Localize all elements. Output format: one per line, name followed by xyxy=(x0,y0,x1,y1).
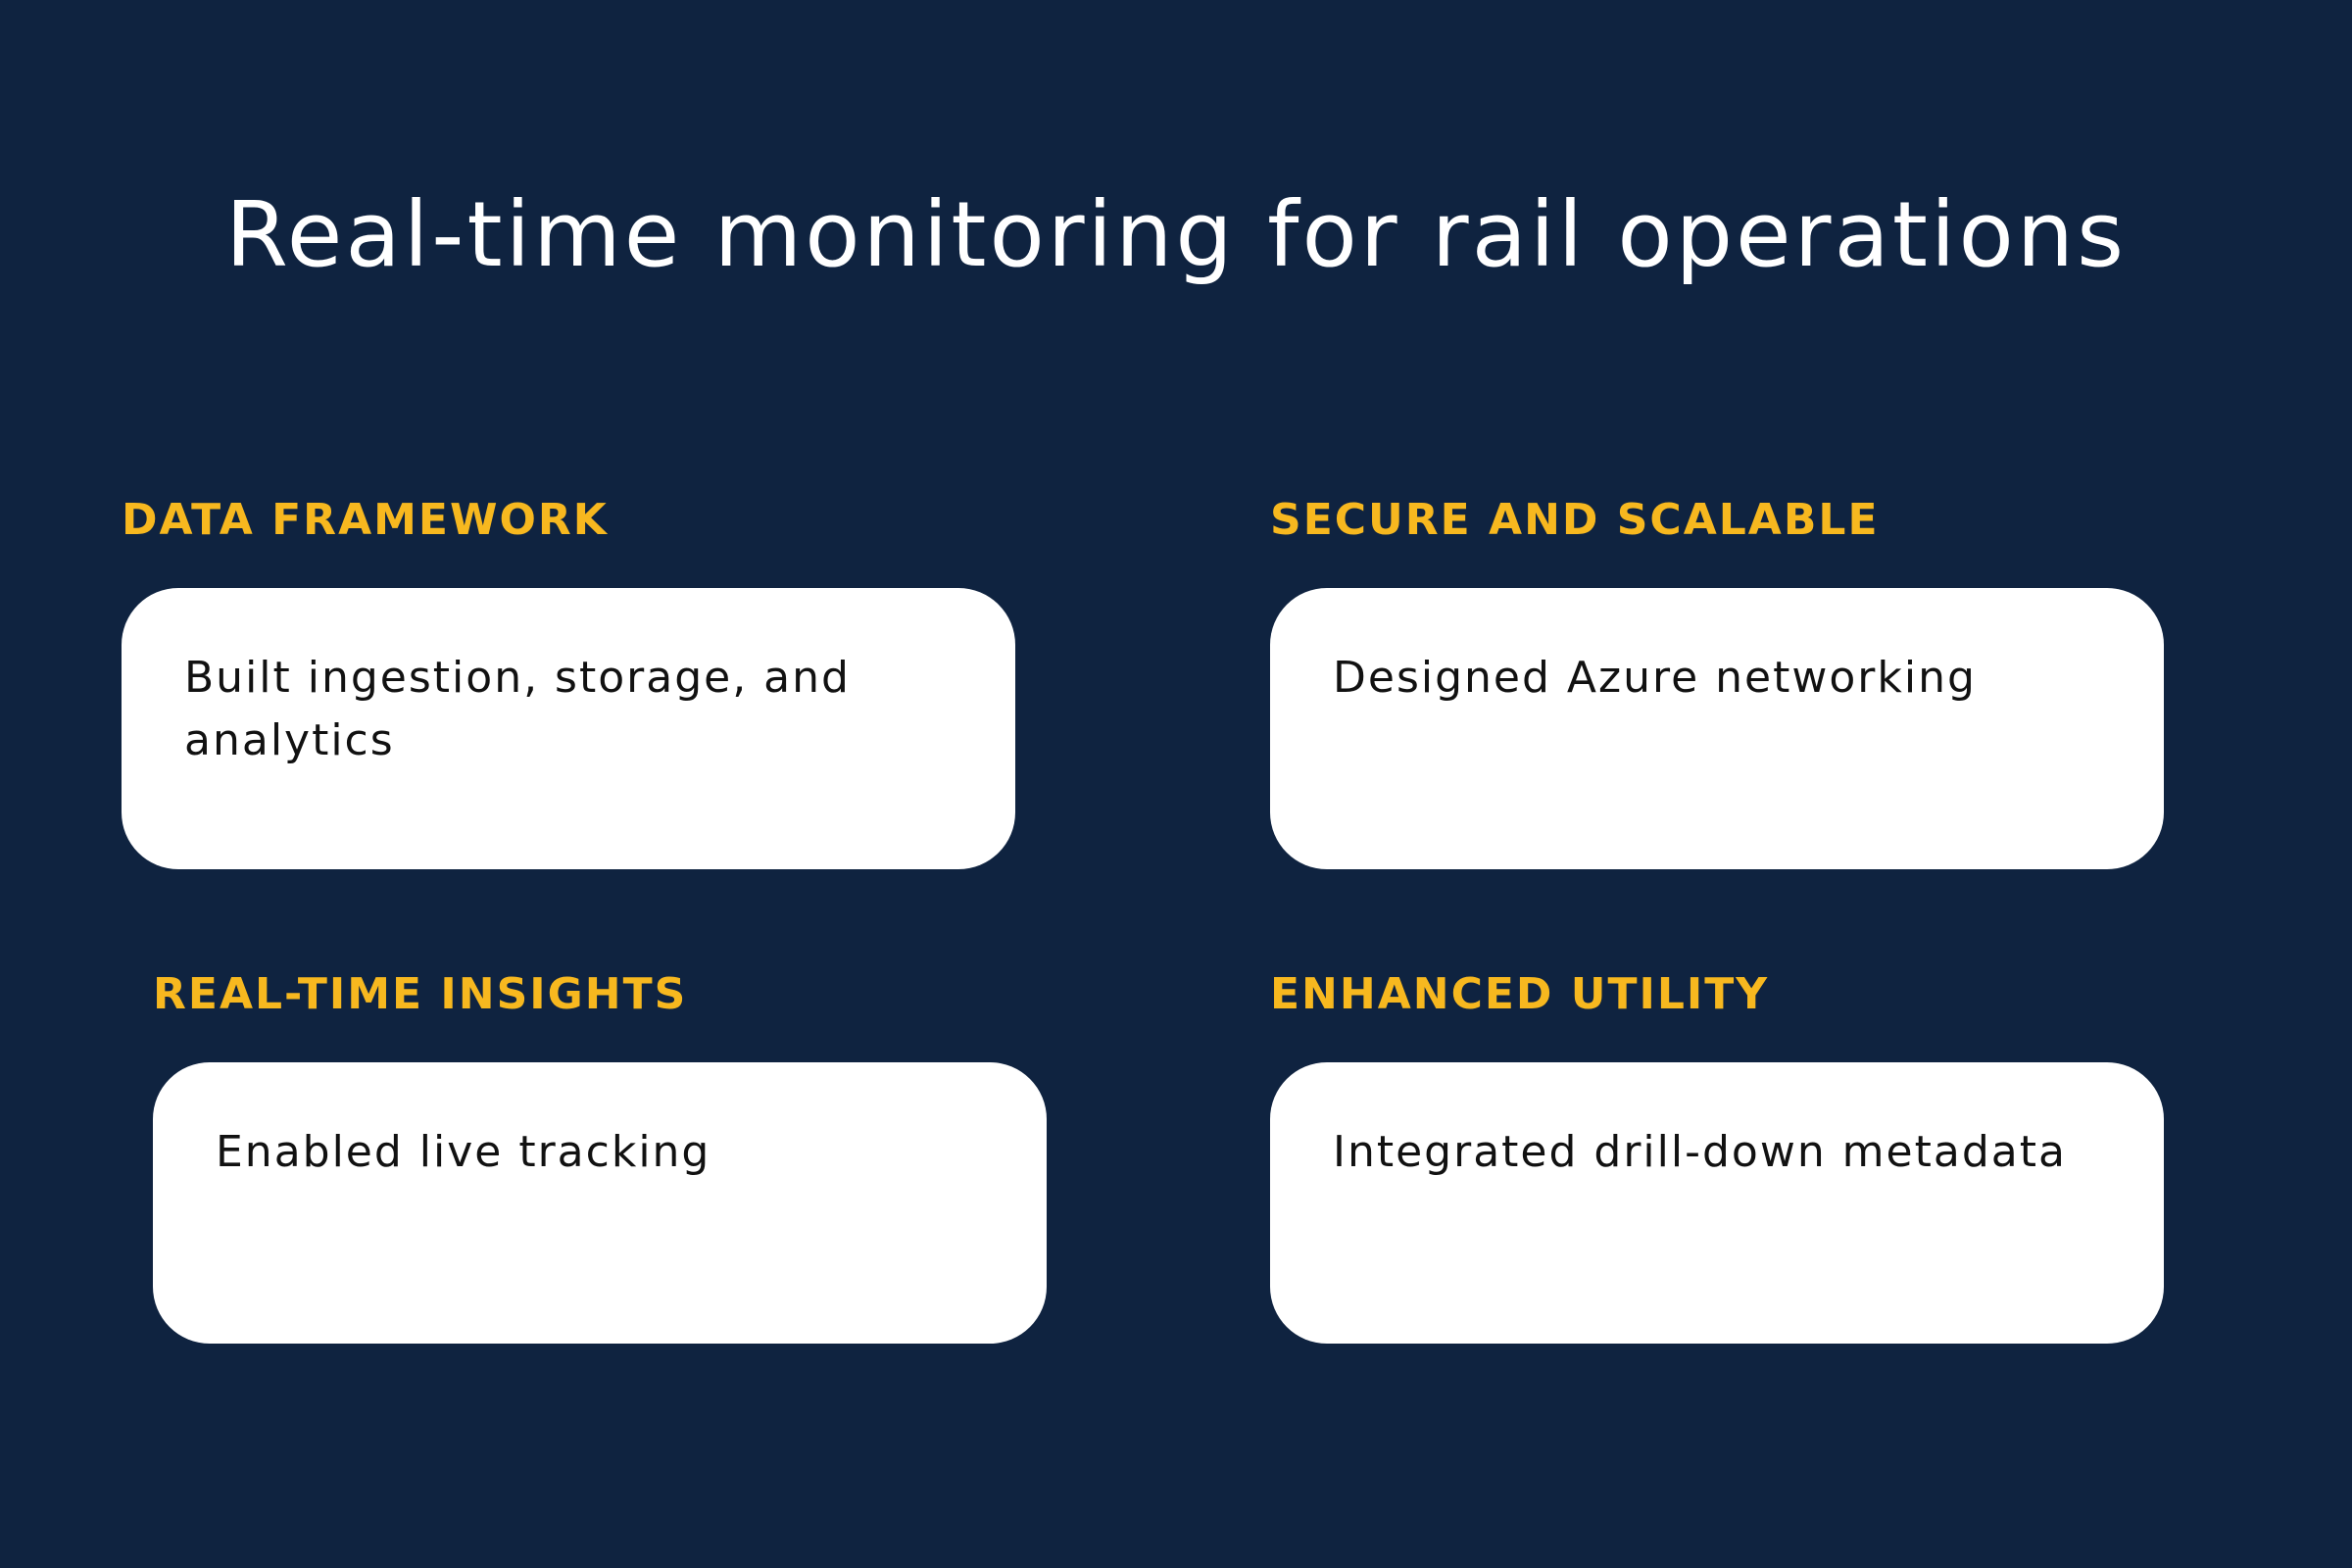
card-text: Enabled live tracking xyxy=(216,1127,711,1177)
card-enhanced-utility: Integrated drill-down metadata xyxy=(1270,1062,2164,1344)
card-data-framework: Built ingestion, storage, and analytics xyxy=(122,588,1015,869)
section-heading-enhanced-utility: ENHANCED UTILITY xyxy=(1270,969,1770,1019)
card-text: Designed Azure networking xyxy=(1333,653,1977,703)
card-secure-and-scalable: Designed Azure networking xyxy=(1270,588,2164,869)
section-heading-data-framework: DATA FRAMEWORK xyxy=(122,495,609,545)
section-heading-real-time-insights: REAL-TIME INSIGHTS xyxy=(153,969,688,1019)
card-text: Integrated drill-down metadata xyxy=(1333,1127,2067,1177)
page-title: Real-time monitoring for rail operations xyxy=(224,182,2128,287)
card-real-time-insights: Enabled live tracking xyxy=(153,1062,1047,1344)
section-heading-secure-and-scalable: SECURE AND SCALABLE xyxy=(1270,495,1880,545)
card-text: Built ingestion, storage, and analytics xyxy=(184,653,851,765)
